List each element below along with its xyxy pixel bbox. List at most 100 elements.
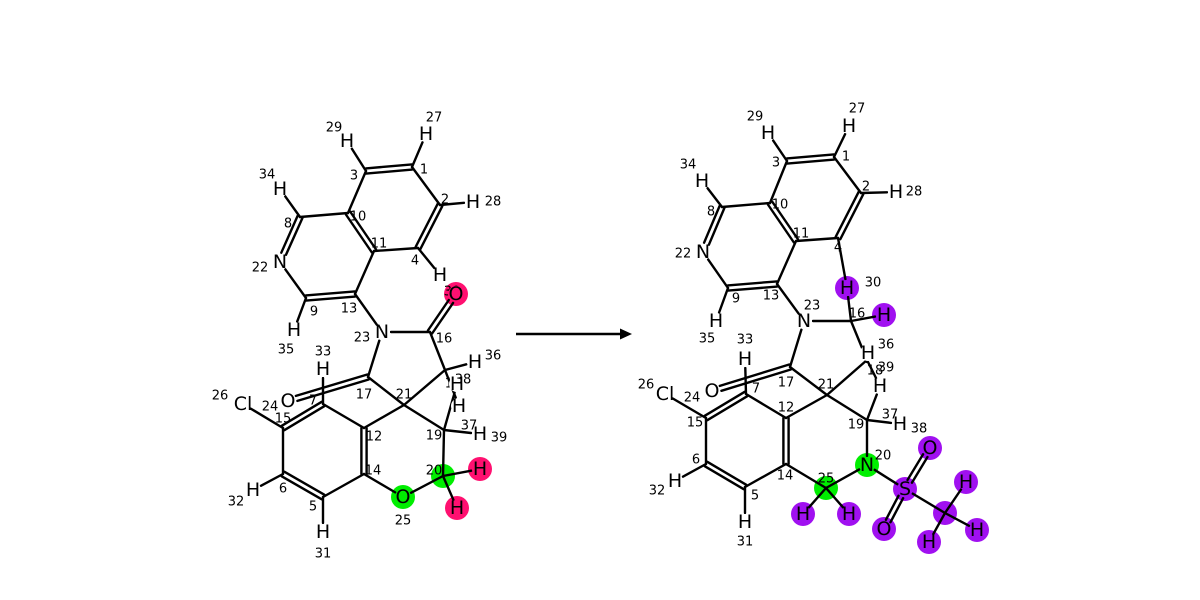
reactant-bond-20-41 [441, 469, 473, 478]
product-bond-7-33 [744, 366, 748, 396]
reactant-atom-35-label-bg [286, 322, 302, 338]
reactant-bond-11-10-b [344, 213, 374, 254]
product-atom-22-label-bg [695, 244, 711, 260]
reactant-atom-36-index: 36 [485, 349, 502, 364]
product-atom-22-index: 22 [675, 247, 692, 262]
product-atom-2-index: 2 [862, 180, 870, 195]
reactant-atom-40-label-bg [448, 286, 464, 302]
product-atom-33-symbol: H [738, 348, 752, 370]
reactant-atom-13-index: 13 [341, 302, 358, 317]
product-atom-38-index: 38 [911, 422, 928, 437]
product-atom-28-index: 28 [906, 185, 923, 200]
product-bond-1-27 [832, 132, 847, 159]
reactant-atom-25-index: 25 [395, 514, 412, 529]
product-bond-20-25 [824, 468, 861, 490]
reactant-atom-39-label-bg [472, 426, 488, 442]
reactant-bond-2-4-b [419, 204, 444, 251]
reactant-bond-19-39 [442, 428, 473, 435]
product-bond-11-10-b [766, 203, 796, 244]
product-bond-18-21 [825, 358, 869, 397]
product-atom-20-symbol: N [860, 454, 874, 476]
reactant-atom-37-index: 37 [461, 419, 478, 434]
reactant-atom-16-index: 16 [436, 332, 453, 347]
product-bond-7-15-a [703, 390, 746, 417]
product-bond-3-1-a [786, 158, 836, 165]
product-bond-43-45-a [884, 494, 900, 521]
product-atom-6-index: 6 [692, 453, 700, 468]
reactant-bond-18-36 [443, 363, 468, 372]
product-bond-43-45-b [889, 497, 905, 524]
reactant-atom-35-symbol: H [287, 319, 301, 341]
reactant-bond-4-30 [416, 246, 436, 270]
reactant-bond-21-17 [366, 375, 406, 407]
reactant-bond-8-22-b [284, 216, 304, 257]
reactant-bond-11-10-a [348, 210, 378, 251]
product-atom-14-index: 14 [777, 469, 794, 484]
product-atom-48-symbol: H [970, 519, 984, 541]
product-atom-44-symbol: O [923, 437, 938, 459]
product-bond-21-17 [788, 365, 829, 397]
reactant-atom-30-symbol: H [433, 264, 447, 286]
product-atom-34-symbol: H [695, 170, 709, 192]
reactant-atom-29-symbol: H [340, 130, 354, 152]
product-bond-25-14 [784, 462, 828, 490]
reactant-atom-36-symbol: H [468, 351, 482, 373]
reactant-bond-13-11 [353, 249, 376, 296]
reactant-atom-9-index: 9 [310, 305, 318, 320]
reactant-atom-37-label-bg [451, 398, 467, 414]
product-bond-8-22-b [707, 206, 726, 246]
reactant-atom-35-index: 35 [278, 343, 295, 358]
product-atom-1-index: 1 [842, 150, 850, 165]
product-bond-22-9 [706, 258, 730, 290]
product-atom-3-index: 3 [772, 156, 780, 171]
product-atom-39-index: 39 [878, 361, 895, 376]
product-bond-18-39 [865, 358, 878, 380]
product-bond-3-1-b [785, 153, 835, 160]
reactant-atom-8-index: 8 [284, 217, 292, 232]
reactant-atom-6-index: 6 [279, 482, 287, 497]
product-atom-42-symbol: H [842, 503, 856, 525]
product-atom-45-label-bg [876, 521, 892, 537]
reactant-bond-9-35 [296, 296, 308, 323]
reactant-atom-26-label-bg [280, 393, 296, 409]
reactant-atom-11-index: 11 [371, 237, 388, 252]
product-atom-19-index: 19 [848, 418, 865, 433]
reactant-atom-34-label-bg [272, 181, 288, 197]
reactant-atom-42-symbol: H [450, 497, 464, 519]
reactant-bond-16-18 [428, 330, 447, 372]
reactant-atom-32-index: 32 [228, 495, 245, 510]
product-atom-33-label-bg [737, 351, 753, 367]
reactant-atom-25-symbol: O [396, 486, 411, 508]
product-bond-9-13-a [727, 285, 779, 292]
product-atom-28-symbol: H [889, 181, 903, 203]
product-atom-36-index: 36 [878, 338, 895, 353]
product-atom-38-symbol: H [893, 413, 907, 435]
product-atom-31-label-bg [737, 514, 753, 530]
reactant-bond-6-5-b [283, 470, 326, 496]
reactant-atom-20-index: 20 [426, 464, 443, 479]
product-atom-27-label-bg [841, 118, 857, 134]
product-atom-8-index: 8 [707, 205, 715, 220]
reactant-atom-14-index: 14 [365, 464, 382, 479]
reactant-bond-10-8 [298, 211, 350, 219]
reactant-bond-15-24 [249, 407, 285, 430]
product-atom-10-index: 10 [772, 198, 789, 213]
reactant-atom-5-index: 5 [309, 500, 317, 515]
product-bond-21-19 [825, 393, 869, 422]
product-bond-19-37 [865, 393, 878, 422]
reactant-atom-34-symbol: H [273, 178, 287, 200]
reactant-atom-36-label-bg [467, 354, 483, 370]
product-atom-25-index: 25 [818, 472, 835, 487]
product-atom-39-symbol: H [873, 375, 887, 397]
reactant-atom-28-index: 28 [485, 195, 502, 210]
reactant-atom-27-index: 27 [426, 111, 443, 126]
product-atom-35-symbol: H [709, 310, 723, 332]
reactant-atom-32-symbol: H [246, 479, 260, 501]
product-atom-48-label-bg [969, 522, 985, 538]
reactant-atom-39-symbol: H [473, 423, 487, 445]
product-atom-38-label-bg [892, 416, 908, 432]
reactant-bond-5-14 [321, 472, 366, 499]
product-atom-23-symbol: N [797, 310, 811, 332]
reactant-bond-13-23 [353, 292, 378, 326]
product-bond-6-5-a [703, 465, 745, 491]
